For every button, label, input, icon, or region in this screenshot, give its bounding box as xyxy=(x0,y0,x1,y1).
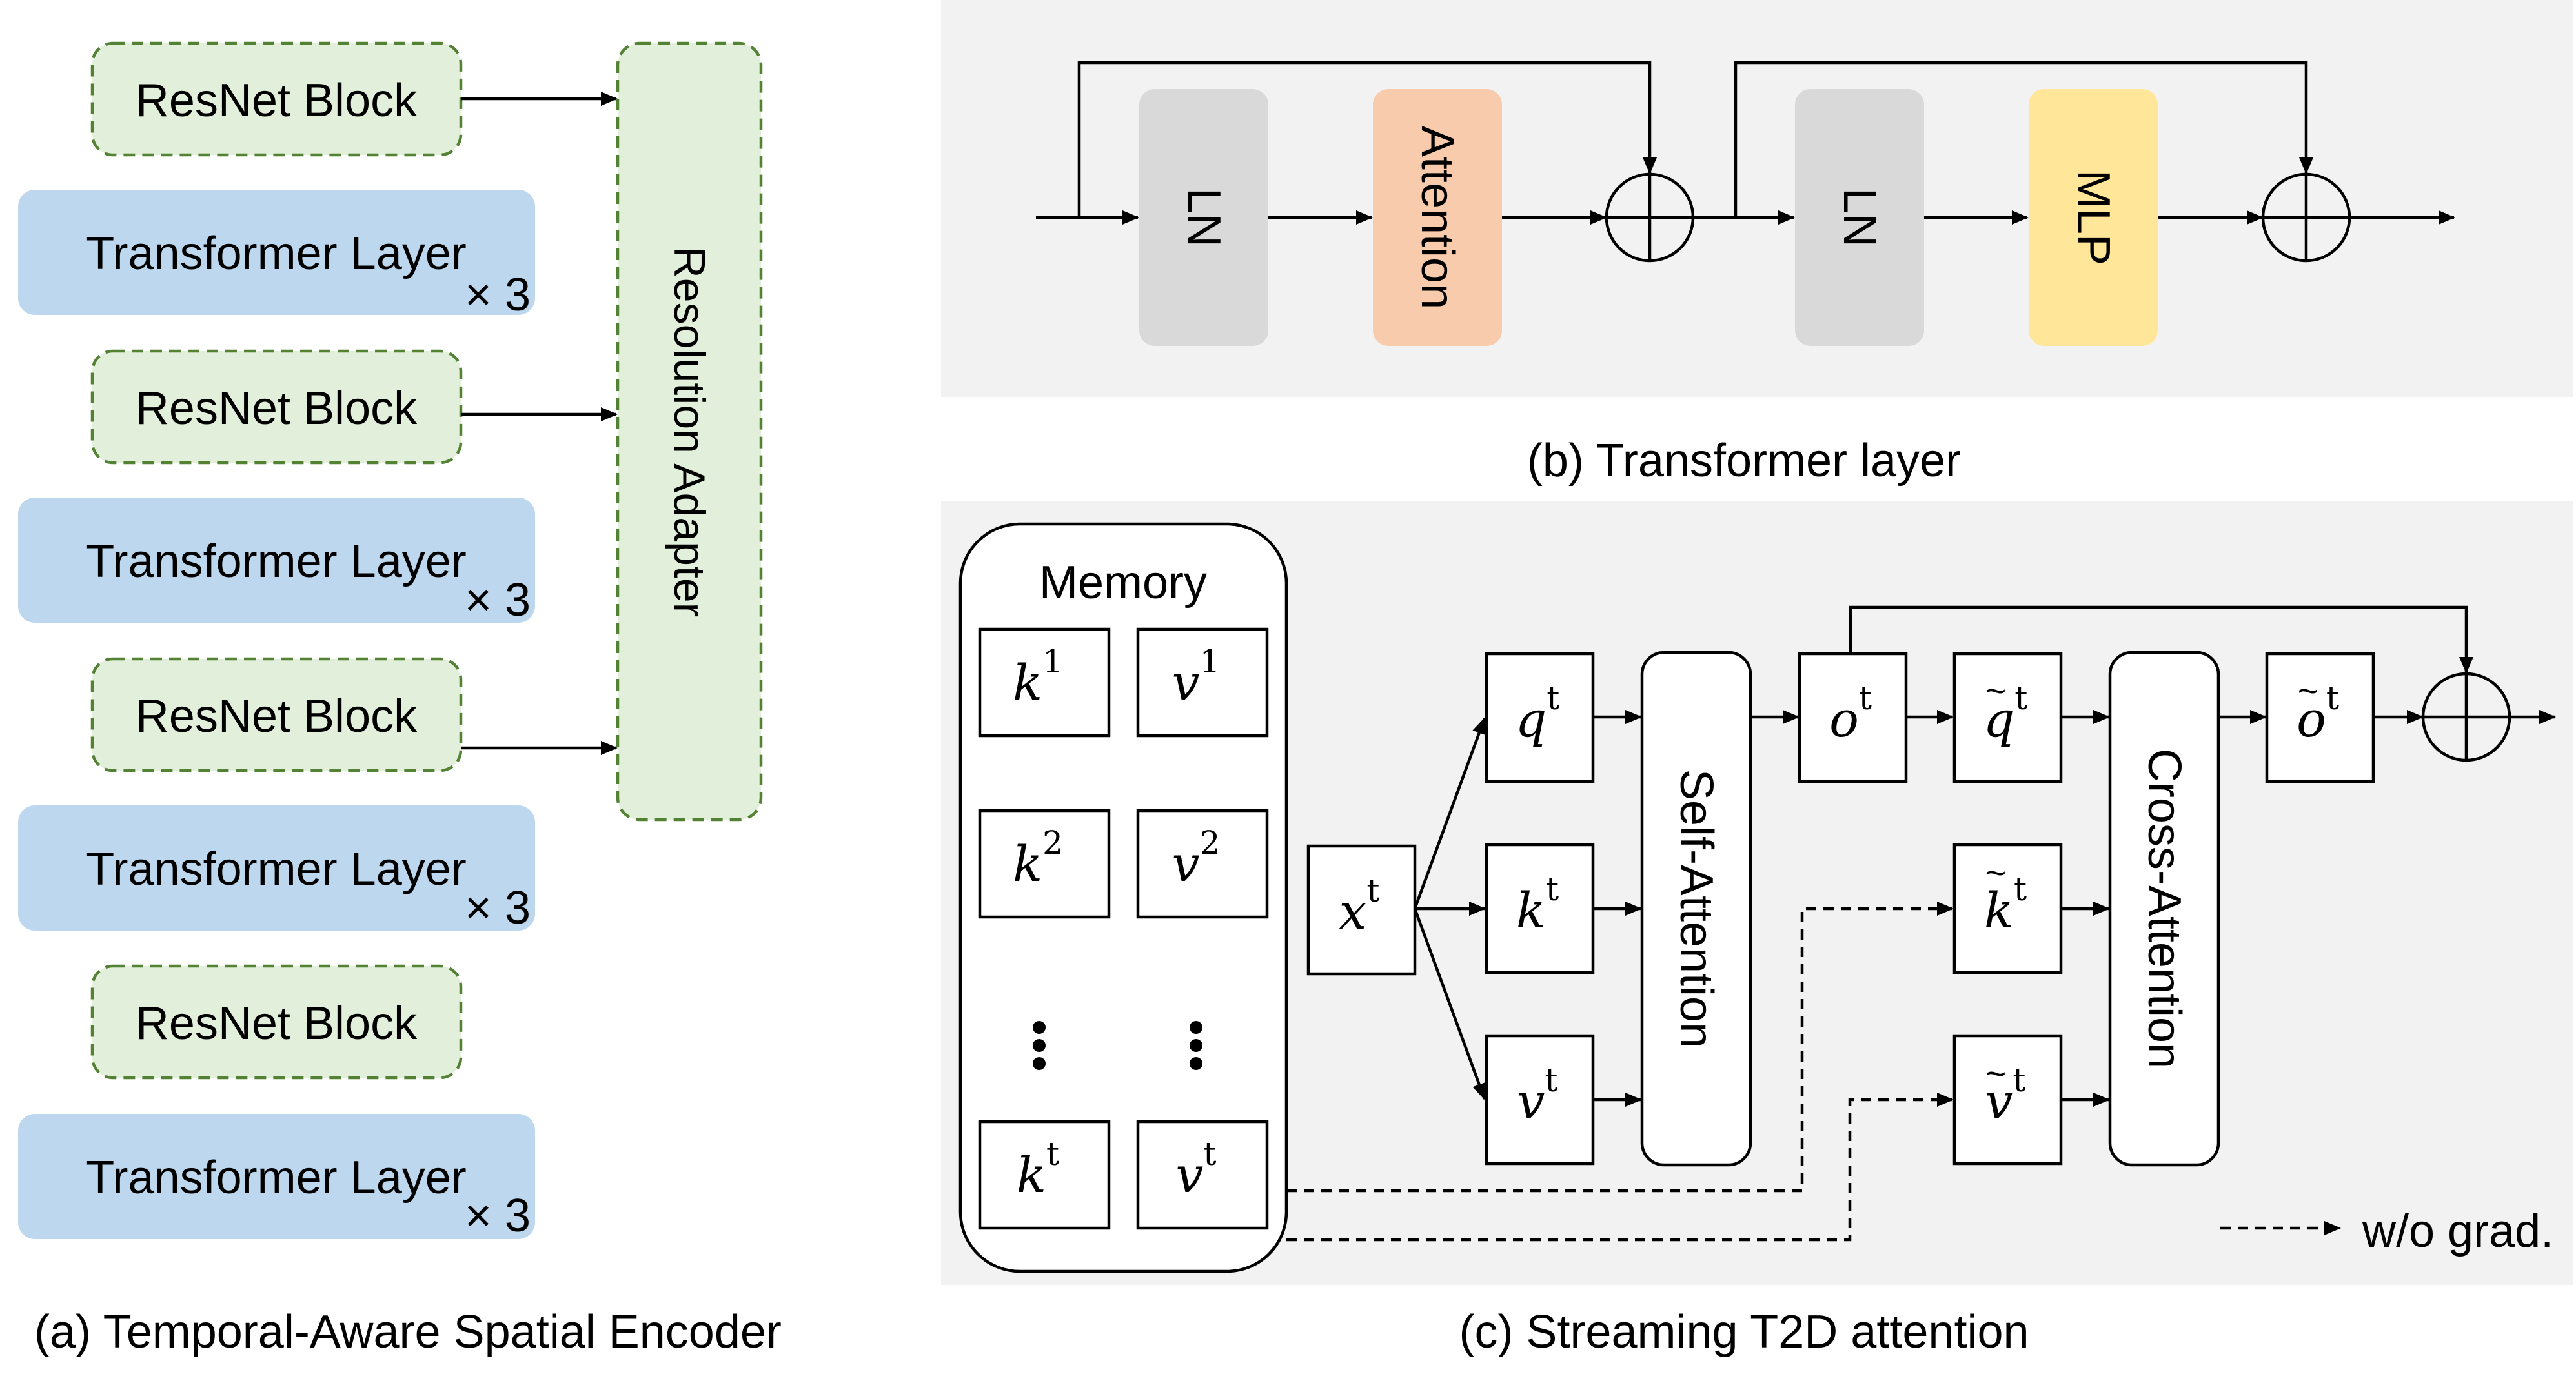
o-t-label: ot xyxy=(1829,680,1872,748)
o-residual-connection xyxy=(1849,605,2473,674)
transformer-layer-1-label: Transformer Layer xyxy=(86,228,467,279)
memory-vt-box xyxy=(1136,1120,1269,1230)
resnet-block-4 xyxy=(90,964,463,1080)
residual-add-2 xyxy=(2261,172,2351,263)
memory-k1-label: k1 xyxy=(1013,643,1063,711)
memory-title: Memory xyxy=(1039,557,1207,609)
ln-1-box xyxy=(1139,89,1268,346)
v-t-box xyxy=(1485,1034,1595,1166)
x-to-v-arrow xyxy=(1413,908,1486,1100)
memory-vt-label: vt xyxy=(1175,1135,1216,1204)
legend-label: w/o grad. xyxy=(2362,1206,2553,1257)
residual-add-3 xyxy=(2421,672,2511,762)
skip-connection-2 xyxy=(1734,61,2313,217)
memory-v2-box xyxy=(1136,809,1269,919)
cross-attention-label: Cross-Attention xyxy=(2138,749,2190,1069)
memory-k-dashed-connection xyxy=(1286,902,1954,1193)
residual-add-1 xyxy=(1605,172,1695,263)
transformer-layer-2-label: Transformer Layer xyxy=(86,536,467,587)
o-t-box xyxy=(1798,652,1908,783)
memory-kt-label: kt xyxy=(1017,1135,1059,1204)
transformer-layer-4-repeat: × 3 xyxy=(465,1190,531,1242)
memory-v-dashed-connection xyxy=(1286,1093,1954,1242)
panel-a-encoder: Resolution Adapter ResNet Block ResNet B… xyxy=(18,41,782,1358)
panel-b-caption: (b) Transformer layer xyxy=(1527,435,1961,487)
memory-k2-box xyxy=(978,809,1111,919)
k-t-label: kt xyxy=(1516,871,1559,939)
skip-connection-1 xyxy=(1077,61,1657,217)
resolution-adapter-box xyxy=(616,41,763,822)
q-t-label: qt xyxy=(1516,680,1560,748)
transformer-layer-2 xyxy=(18,498,535,623)
self-attention-box xyxy=(1640,651,1752,1167)
o-tilde-t-label: ot xyxy=(2297,680,2339,748)
attention-box xyxy=(1373,89,1502,346)
transformer-layer-3-label: Transformer Layer xyxy=(86,843,467,895)
resnet-block-3-label: ResNet Block xyxy=(136,691,418,742)
memory-v1-box xyxy=(1136,627,1269,738)
attention-label: Attention xyxy=(1412,126,1463,309)
v-tilde-t-box xyxy=(1952,1034,2063,1166)
panel-c-caption: (c) Streaming T2D attention xyxy=(1459,1306,2029,1358)
v-t-label: vt xyxy=(1517,1062,1557,1130)
k-tilde-mark: ~ xyxy=(1985,853,2007,893)
self-attention-label: Self-Attention xyxy=(1670,769,1722,1048)
cross-attention-box xyxy=(2108,651,2220,1167)
memory-ellipsis-k xyxy=(1033,1021,1046,1070)
x-t-label: xt xyxy=(1339,872,1380,940)
memory-v1-label: v1 xyxy=(1172,643,1221,711)
x-t-box xyxy=(1306,844,1417,976)
k-tilde-t-label: kt xyxy=(1984,871,2027,939)
memory-k1-box xyxy=(978,627,1111,738)
resnet-block-4-label: ResNet Block xyxy=(136,998,418,1049)
resnet-block-2 xyxy=(90,349,463,465)
resnet-block-3 xyxy=(90,657,463,772)
memory-kt-box xyxy=(978,1120,1111,1230)
memory-k2-label: k2 xyxy=(1013,824,1063,893)
panel-c-streaming-attention: Memory k1 v1 k2 v2 kt vt xt qt kt vt xyxy=(941,501,2573,1358)
transformer-layer-4 xyxy=(18,1114,535,1239)
ln-2-label: LN xyxy=(1834,188,1885,247)
resolution-adapter-label: Resolution Adapter xyxy=(665,247,714,618)
x-to-q-arrow xyxy=(1413,717,1486,909)
q-tilde-mark: ~ xyxy=(1985,671,2007,711)
k-tilde-t-box xyxy=(1952,843,2063,974)
q-tilde-t-label: qt xyxy=(1983,680,2028,748)
memory-ellipsis-v xyxy=(1190,1021,1202,1070)
resnet-block-2-label: ResNet Block xyxy=(136,383,418,434)
mlp-box xyxy=(2029,89,2158,346)
panel-b-transformer-layer: LN Attention LN MLP (b) Transformer laye… xyxy=(941,0,2573,487)
transformer-layer-2-repeat: × 3 xyxy=(465,574,531,626)
ln-1-label: LN xyxy=(1178,188,1230,247)
transformer-layer-1 xyxy=(18,190,535,315)
resnet-block-1-label: ResNet Block xyxy=(136,75,418,126)
v-tilde-mark: ~ xyxy=(1985,1053,2007,1094)
transformer-layer-4-label: Transformer Layer xyxy=(86,1152,467,1204)
transformer-layer-3 xyxy=(18,805,535,931)
o-tilde-mark: ~ xyxy=(2298,671,2319,711)
transformer-layer-3-repeat: × 3 xyxy=(465,882,531,934)
panel-a-caption: (a) Temporal-Aware Spatial Encoder xyxy=(34,1306,782,1358)
ln-2-box xyxy=(1795,89,1924,346)
v-tilde-t-label: vt xyxy=(1985,1062,2025,1130)
transformer-layer-1-repeat: × 3 xyxy=(465,269,531,321)
mlp-label: MLP xyxy=(2067,170,2119,265)
k-t-box xyxy=(1485,843,1595,974)
memory-v2-label: v2 xyxy=(1172,824,1221,893)
